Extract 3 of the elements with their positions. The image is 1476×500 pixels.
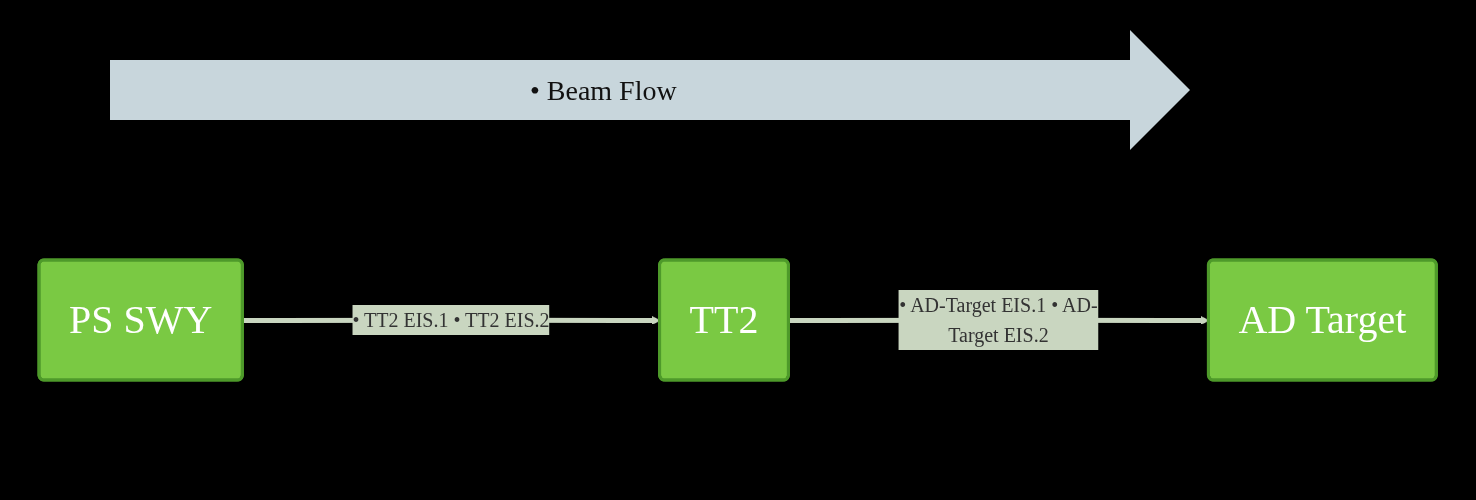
arrow-label: • Beam Flow <box>530 75 677 107</box>
edge-label: • TT2 EIS.1 • TT2 EIS.2 <box>352 309 550 331</box>
edge-label: • AD-Target EIS.1 • AD-Target EIS.2 <box>899 294 1098 346</box>
